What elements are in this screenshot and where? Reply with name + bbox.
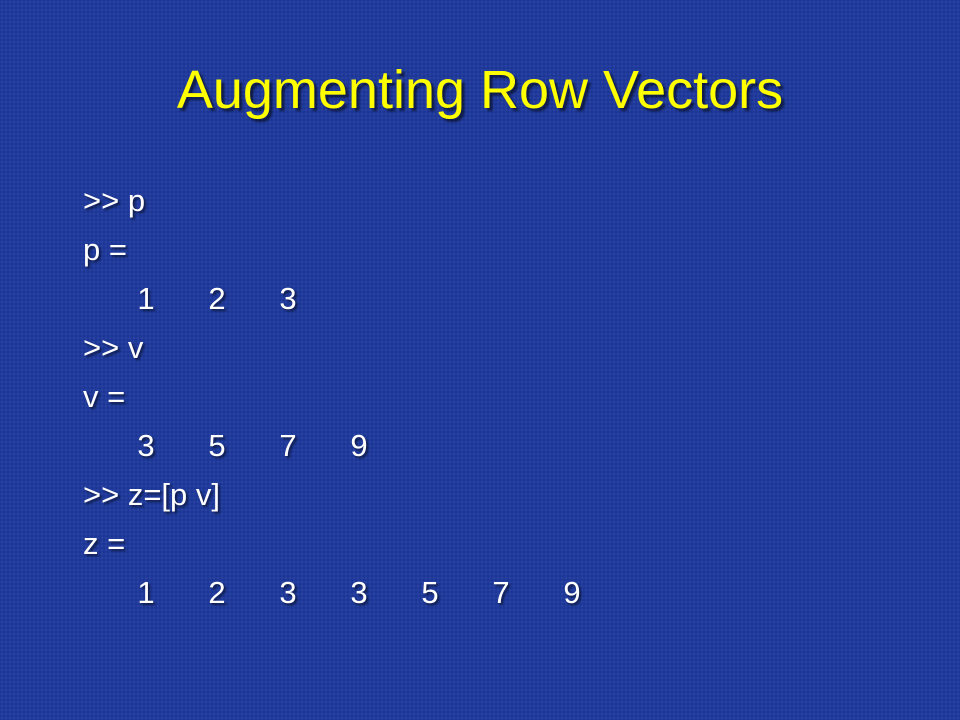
z-value: 2 [208, 575, 226, 610]
p-assignment: p = [83, 232, 127, 267]
z-value: 9 [563, 575, 581, 610]
z-value: 5 [421, 575, 439, 610]
command-line-z: >> z=[p v] [83, 477, 221, 512]
p-value: 1 [137, 281, 155, 316]
z-value: 3 [279, 575, 297, 610]
v-value: 3 [137, 428, 155, 463]
matlab-output: >> p p = 1 2 3 >> v v = 3 5 7 9 >> z=[p … [83, 176, 903, 617]
z-value: 3 [350, 575, 368, 610]
slide-title: Augmenting Row Vectors [176, 60, 784, 120]
p-values-row: 1 2 3 [83, 274, 903, 323]
z-assignment: z = [83, 526, 126, 561]
v-value: 9 [350, 428, 368, 463]
v-value: 7 [279, 428, 297, 463]
v-values-row: 3 5 7 9 [83, 421, 903, 470]
v-value: 5 [208, 428, 226, 463]
z-value: 7 [492, 575, 510, 610]
command-line-p: >> p [83, 183, 146, 218]
z-value: 1 [137, 575, 155, 610]
p-value: 2 [208, 281, 226, 316]
command-line-v: >> v [83, 330, 144, 365]
z-values-row: 1 2 3 3 5 7 9 [83, 568, 903, 617]
p-value: 3 [279, 281, 297, 316]
v-assignment: v = [83, 379, 126, 414]
